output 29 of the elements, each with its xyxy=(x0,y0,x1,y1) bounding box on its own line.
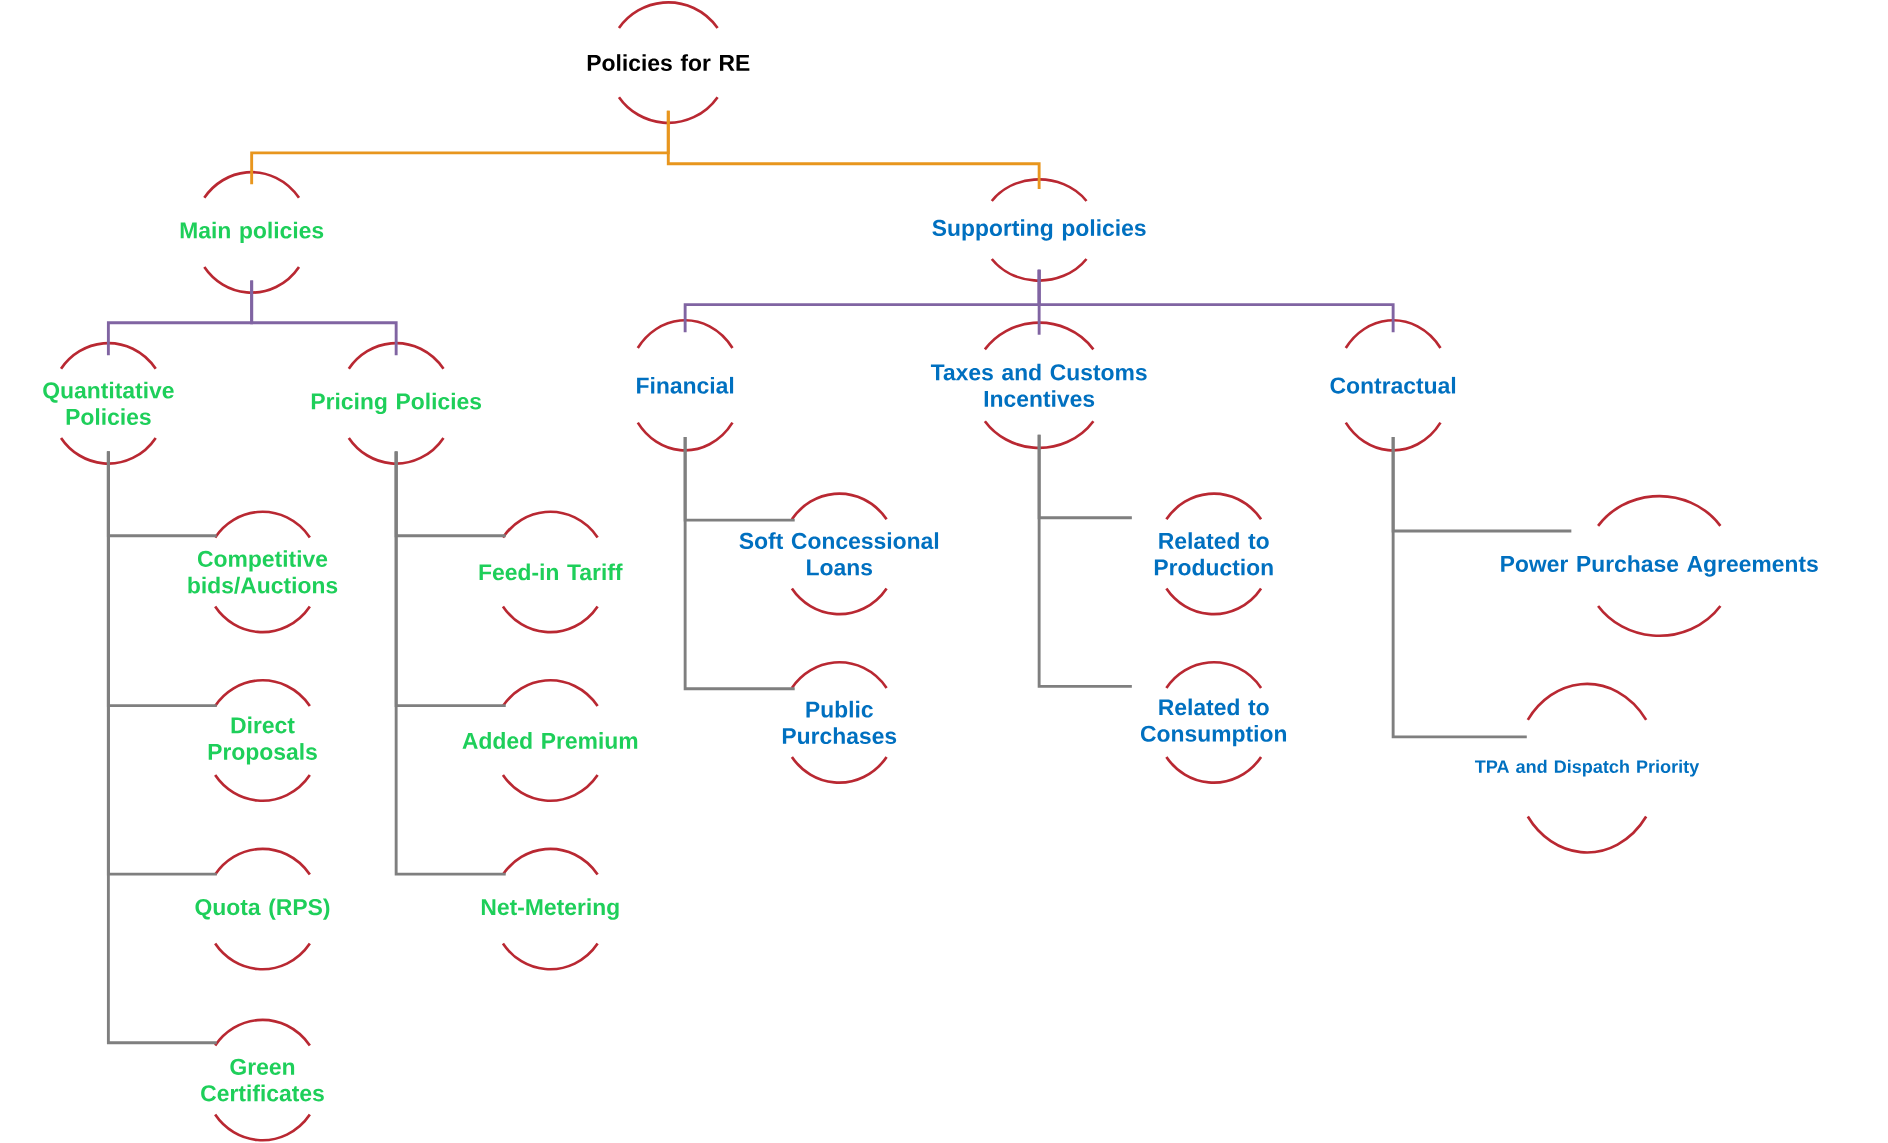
policy-node: Soft Concessional Loans xyxy=(739,492,939,616)
policy-node: Financial xyxy=(636,319,734,452)
connector-line xyxy=(394,451,506,876)
policy-node: TPA and Dispatch Priority xyxy=(1474,682,1700,854)
policy-node: Direct Proposals xyxy=(208,679,317,803)
connector-line xyxy=(666,110,1041,190)
connector-line xyxy=(106,451,217,1045)
policy-node: Competitive bids/Auctions xyxy=(188,510,338,634)
policy-node: Related to Consumption xyxy=(1140,661,1286,785)
policy-node: Supporting policies xyxy=(932,178,1146,283)
connector-line xyxy=(1391,437,1527,739)
policy-node: Policies for RE xyxy=(587,1,750,125)
policy-node: Quota (RPS) xyxy=(195,847,330,971)
policy-node: Feed-in Tariff xyxy=(479,510,623,634)
policy-node: Taxes and Customs Incentives xyxy=(930,321,1147,450)
policy-node: Contractual xyxy=(1330,319,1456,452)
policy-node: Public Purchases xyxy=(782,661,897,785)
policy-node: Quantitative Policies xyxy=(43,342,174,466)
policy-node: Green Certificates xyxy=(201,1018,324,1142)
policy-node: Main policies xyxy=(180,171,324,295)
policy-node: Net-Metering xyxy=(481,847,619,971)
policy-node: Related to Production xyxy=(1154,492,1273,616)
connector-line xyxy=(1037,269,1395,333)
policy-node: Pricing Policies xyxy=(311,342,482,466)
policy-node: Added Premium xyxy=(462,679,638,803)
policy-node: Power Purchase Agreements xyxy=(1501,495,1818,638)
connector-line xyxy=(683,437,795,691)
connector-line xyxy=(1037,434,1132,688)
connector-line xyxy=(250,280,398,356)
